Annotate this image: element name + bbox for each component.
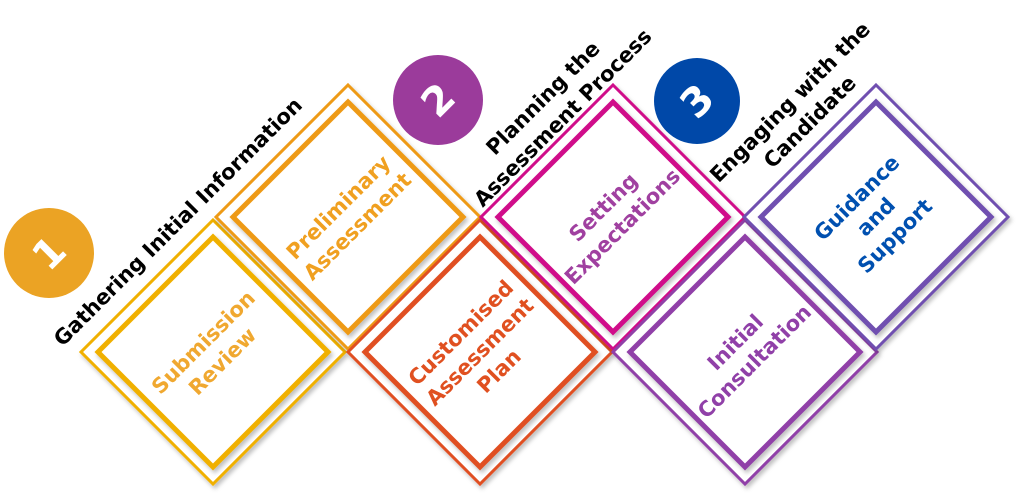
process-box: PreliminaryAssessment	[213, 82, 483, 352]
box-inner-border	[229, 98, 467, 336]
step-circle	[393, 55, 483, 145]
box-inner-border	[361, 233, 599, 471]
process-box: SettingExpectations	[478, 82, 748, 352]
box-inner-border	[494, 98, 732, 336]
box-inner-border	[94, 233, 332, 471]
box-inner-border	[757, 98, 995, 336]
process-box: SubmissionReview	[78, 217, 348, 487]
step-badge: 1	[4, 208, 94, 298]
step-badge: 3	[654, 58, 740, 144]
process-box: CustomisedAssessmentPlan	[345, 217, 615, 487]
step-circle	[4, 208, 94, 298]
process-box: GuidanceandSupport	[741, 82, 1011, 352]
step-circle	[654, 58, 740, 144]
box-inner-border	[626, 233, 864, 471]
step-badge: 2	[393, 55, 483, 145]
